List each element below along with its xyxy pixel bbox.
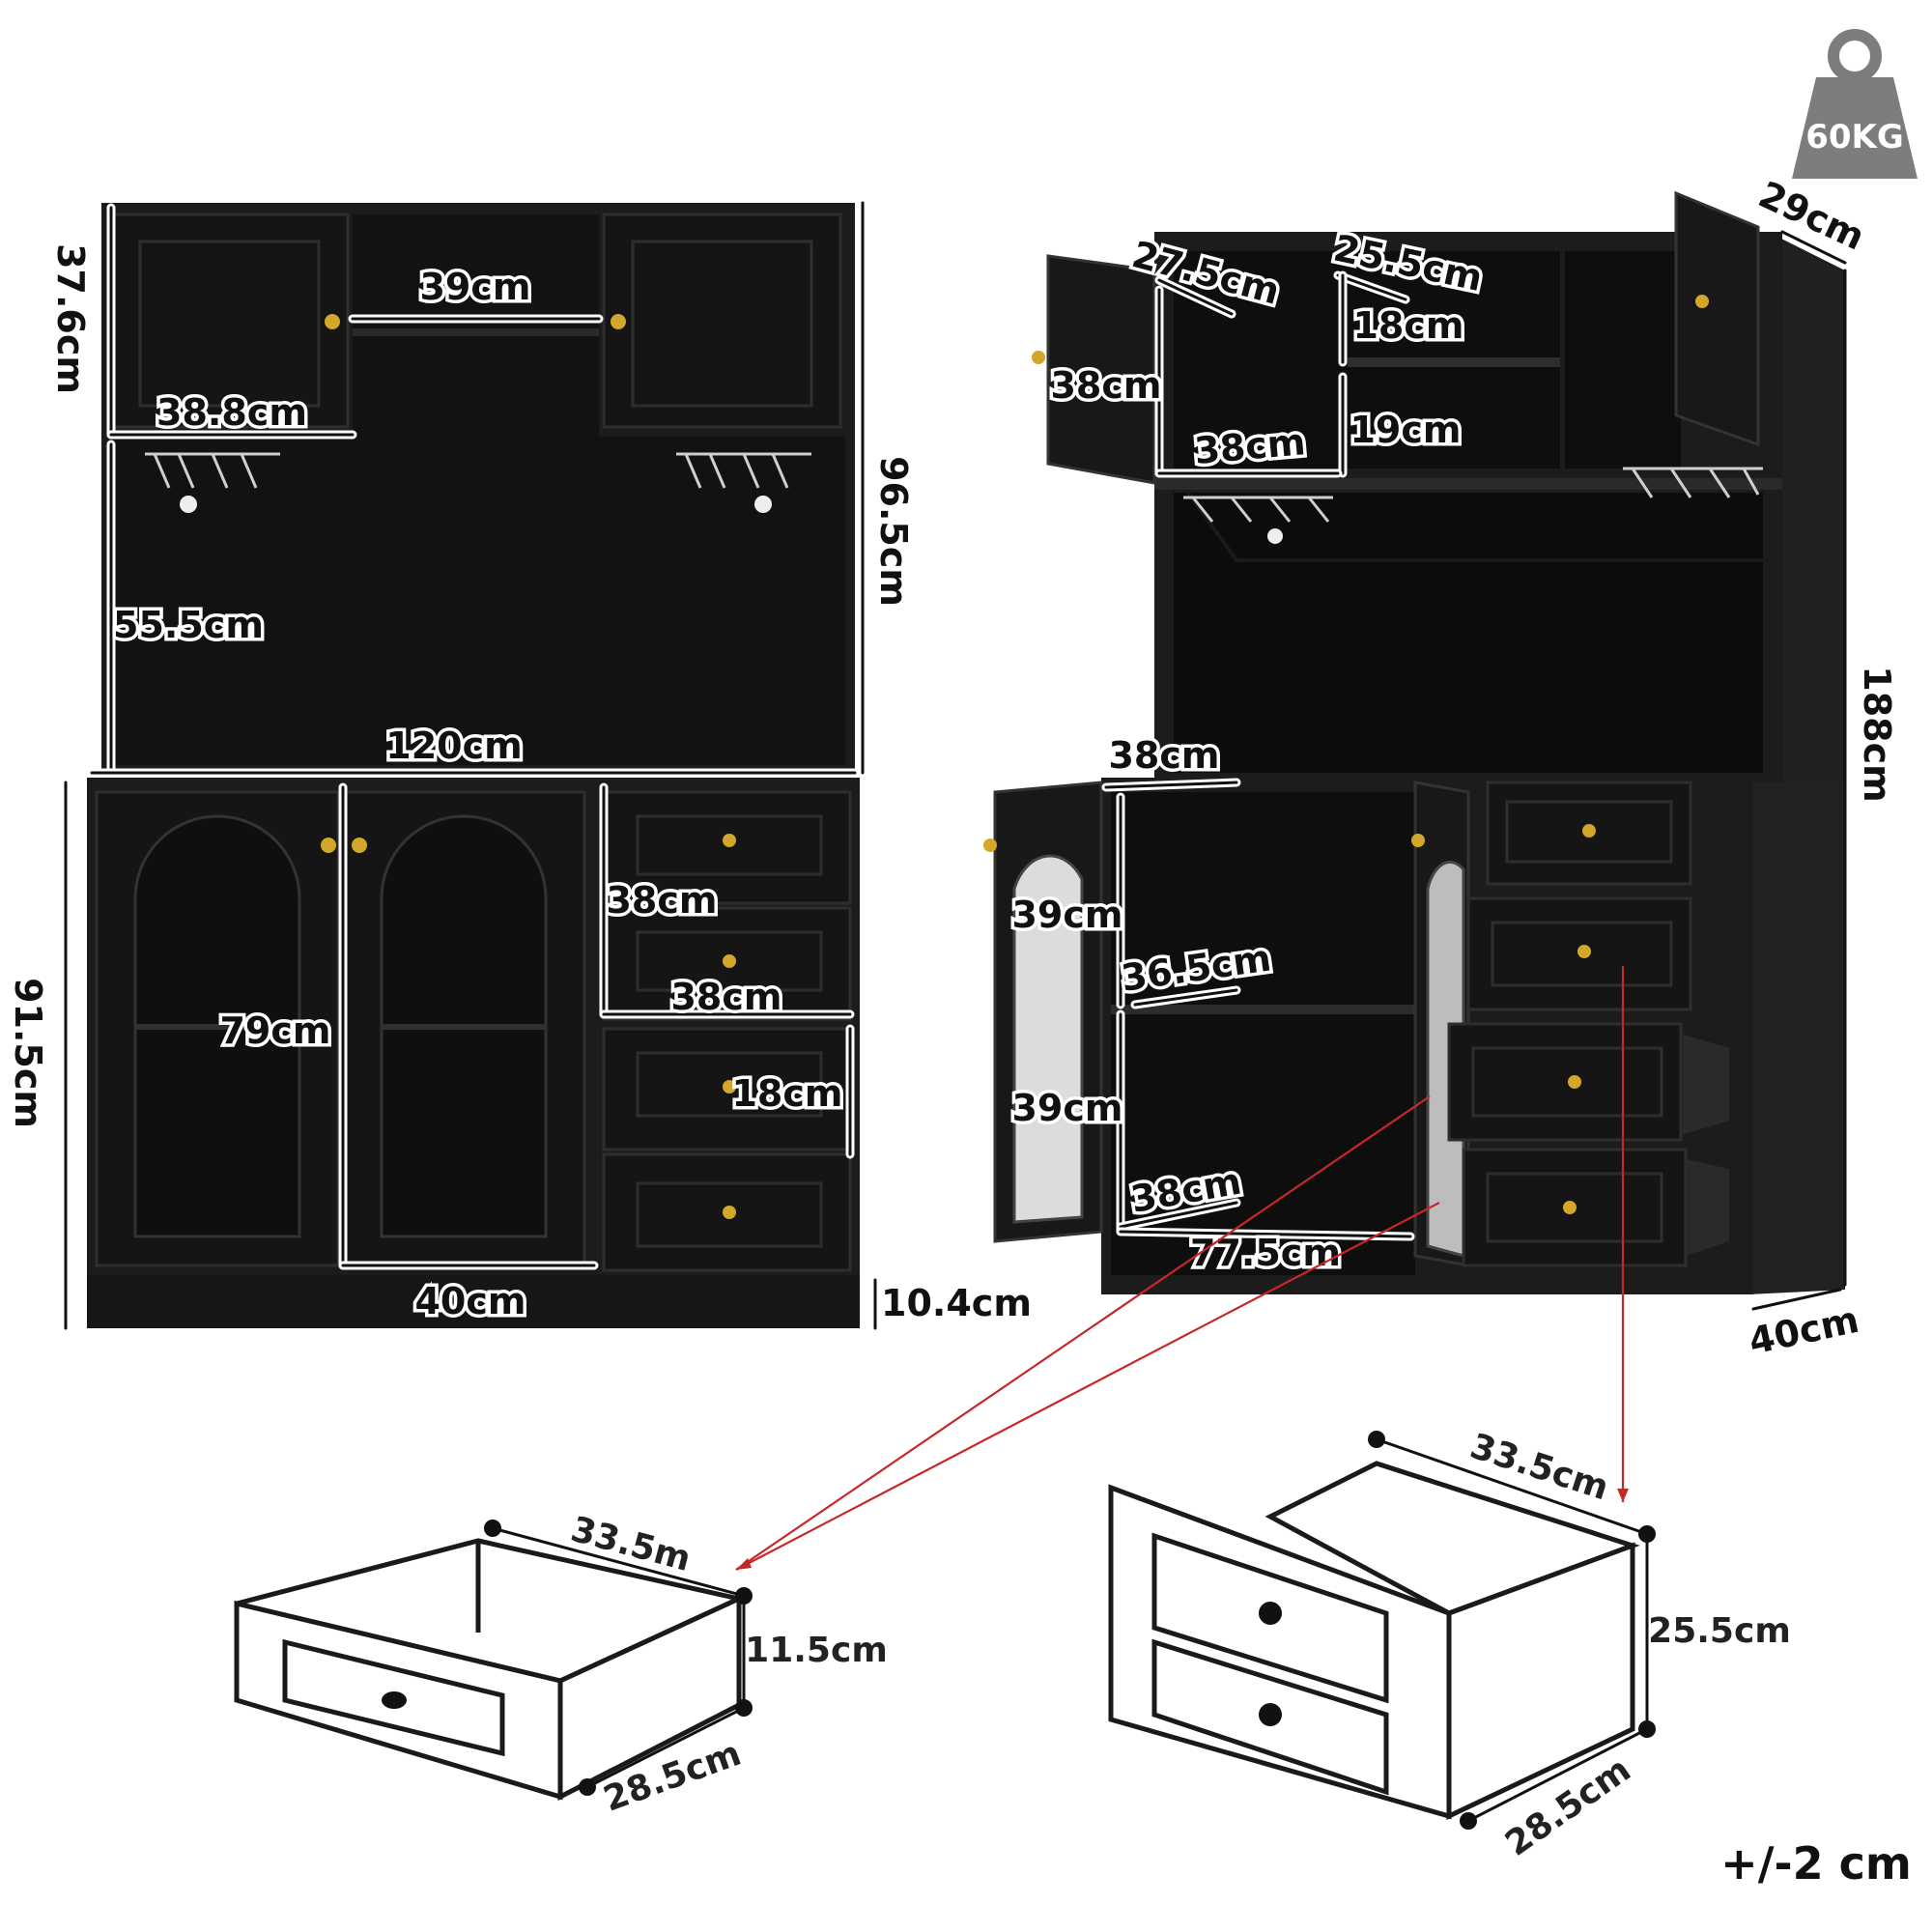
small-drawer-illustration: 33.5m 11.5cm 28.5cm bbox=[234, 1510, 888, 1820]
label-188cm: 188cm bbox=[1856, 666, 1898, 802]
front-door-knob-right bbox=[352, 838, 367, 853]
label-38cm-lower-top: 38cm bbox=[1108, 734, 1219, 777]
front-door-knob-left bbox=[321, 838, 336, 853]
perspective-wine-rack-right bbox=[1623, 467, 1763, 498]
label-38cm-upper-height: 38cm bbox=[1050, 364, 1161, 407]
large-drawer-illustration: 33.5cm 25.5cm 28.5cm bbox=[1108, 1427, 1791, 1864]
label-38-8cm: 38.8cm bbox=[156, 391, 307, 434]
label-37-6cm: 37.6cm bbox=[49, 243, 92, 394]
perspective-drawer-2 bbox=[1466, 896, 1692, 1011]
perspective-drawer-4 bbox=[1462, 1148, 1729, 1267]
drawer-leader-lines bbox=[735, 966, 1629, 1571]
front-upper-knob-right bbox=[611, 314, 626, 329]
small-drawer-height-label: 11.5cm bbox=[745, 1631, 888, 1670]
label-38cm-drawer-height: 38cm bbox=[606, 879, 717, 922]
weight-badge-icon: 60KG bbox=[1792, 29, 1918, 179]
perspective-open-door-left bbox=[983, 781, 1103, 1243]
label-19cm: 19cm bbox=[1350, 409, 1461, 451]
label-40cm-door: 40cm bbox=[414, 1280, 526, 1322]
perspective-wine-rack-left bbox=[1183, 496, 1333, 544]
front-drawer-2 bbox=[602, 906, 852, 1021]
perspective-dimension-arrows bbox=[1101, 230, 1847, 1311]
perspective-drawer-3 bbox=[1447, 1022, 1729, 1142]
small-drawer-knob-icon bbox=[382, 1691, 407, 1709]
label-96-5cm: 96.5cm bbox=[872, 456, 915, 607]
label-18cm-upper: 18cm bbox=[1352, 304, 1463, 347]
front-open-compartment bbox=[111, 437, 845, 765]
label-120cm: 120cm bbox=[385, 724, 522, 767]
label-77-5cm: 77.5cm bbox=[1190, 1232, 1341, 1274]
label-39cm-lower-b: 39cm bbox=[1011, 1087, 1122, 1129]
wine-glass-rack-left bbox=[145, 452, 280, 513]
perspective-upper-left-door bbox=[1046, 254, 1156, 485]
label-10-4cm: 10.4cm bbox=[881, 1282, 1032, 1324]
label-39cm: 39cm bbox=[419, 266, 530, 308]
front-dimension-arrows bbox=[64, 201, 877, 1330]
large-drawer-knob-top-icon bbox=[1259, 1602, 1282, 1625]
front-drawer-4 bbox=[602, 1152, 852, 1272]
tolerance-note: +/-2 cm bbox=[1720, 1837, 1912, 1889]
label-55-5cm: 55.5cm bbox=[113, 604, 264, 646]
front-upper-open-shelf bbox=[353, 214, 599, 437]
front-drawer-1 bbox=[602, 790, 852, 905]
wine-glass-rack-right bbox=[676, 452, 811, 513]
perspective-upper-right-door bbox=[1674, 190, 1760, 447]
large-drawer-height-label: 25.5cm bbox=[1648, 1611, 1791, 1651]
perspective-upper-right-knob bbox=[1695, 295, 1709, 308]
front-arched-door-left bbox=[95, 790, 340, 1267]
label-18cm: 18cm bbox=[731, 1072, 842, 1115]
front-arched-door-right bbox=[341, 790, 586, 1267]
front-drawer-3 bbox=[602, 1027, 852, 1151]
label-39cm-lower-a: 39cm bbox=[1011, 894, 1122, 936]
large-drawer-knob-bottom-icon bbox=[1259, 1703, 1282, 1726]
weight-label: 60KG bbox=[1805, 118, 1904, 156]
perspective-upper-left-knob bbox=[1032, 351, 1045, 364]
front-upper-knob-left bbox=[325, 314, 340, 329]
front-dimension-labels: 39cm 37.6cm 38.8cm 96.5cm 55.5cm 120cm 3… bbox=[4, 241, 1036, 1328]
label-79cm: 79cm bbox=[219, 1009, 330, 1052]
label-38cm-drawer-width: 38cm bbox=[670, 976, 781, 1018]
perspective-drawer-1 bbox=[1486, 781, 1692, 886]
front-view-cabinet bbox=[87, 203, 860, 1328]
perspective-open-compartment bbox=[1174, 493, 1763, 773]
label-91-5cm: 91.5cm bbox=[7, 978, 49, 1128]
